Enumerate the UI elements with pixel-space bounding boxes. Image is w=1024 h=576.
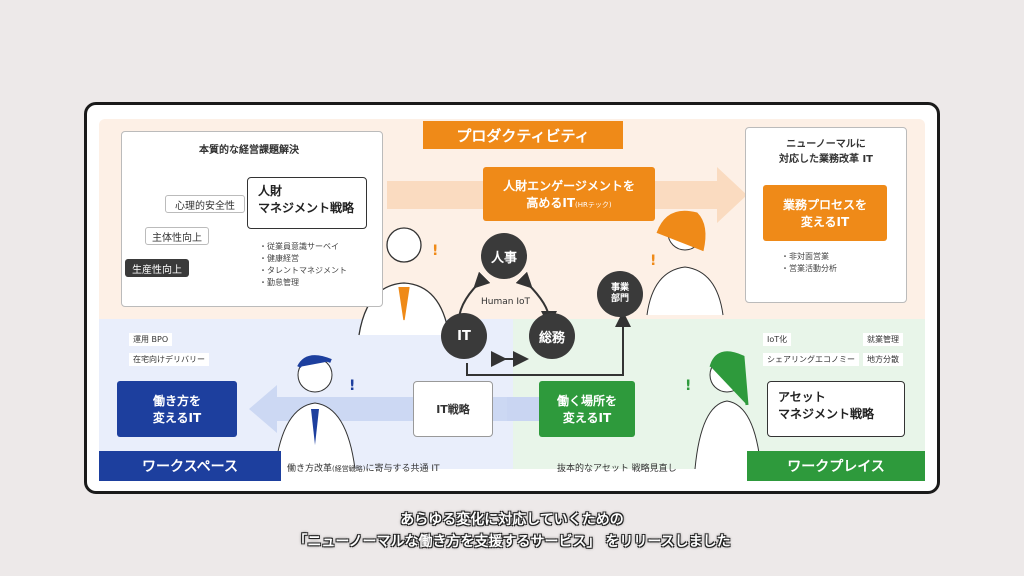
human-iot-label: Human IoT (481, 297, 530, 307)
workplace-it-box: 働く場所を 変えるIT (539, 381, 635, 437)
workplace-it-line2: 変えるIT (562, 411, 612, 425)
asset-management-box: アセット マネジメント戦略 (767, 381, 905, 437)
workspace-tag-delivery: 在宅向けデリバリー (129, 353, 209, 366)
strategy-box-line1: 人財 (258, 184, 283, 198)
productivity-title: プロダクティビティ (423, 121, 623, 149)
exclaim-3: ! (349, 378, 355, 394)
workplace-tag-regional: 地方分散 (863, 353, 903, 366)
business-unit-line1: 事業 (610, 283, 629, 293)
engagement-line2: 高めるIT (526, 196, 576, 210)
general-affairs-circle: 総務 (529, 313, 575, 359)
newnormal-title-line2: 対応した業務改革 IT (778, 154, 874, 165)
workplace-caption: 抜本的なアセット 戦略見直し (557, 464, 677, 474)
workplace-tag-iot: IoT化 (763, 333, 792, 346)
essential-panel-title: 本質的な経営課題解決 (199, 145, 299, 156)
exclaim-4: ! (685, 378, 691, 394)
workspace-caption-tail: に寄与する共通 IT (365, 464, 440, 474)
engagement-box: 人財エンゲージメントを 高めるIT(HRテック) (483, 167, 655, 221)
newnormal-title-line1: ニューノーマルに (786, 139, 866, 150)
person-figure-4 (694, 351, 762, 470)
business-process-line2: 変えるIT (800, 215, 850, 229)
newnormal-bullet: ・営業活動分析 (781, 264, 837, 273)
workplace-tag-sharing: シェアリングエコノミー (763, 353, 859, 366)
workspace-caption-main: 働き方改革 (287, 464, 333, 474)
engagement-line1: 人財エンゲージメントを (503, 179, 635, 193)
strategy-box-line2: マネジメント戦略 (258, 201, 355, 215)
business-unit-line2: 部門 (610, 294, 629, 304)
essential-bullet: ・タレントマネジメント (259, 266, 347, 275)
business-unit-circle: 事業 部門 (597, 271, 643, 317)
exclaim-1: ! (432, 243, 438, 259)
it-circle: IT (441, 313, 487, 359)
workplace-label: ワークプレイス (747, 451, 925, 481)
subtitle-line1: あらゆる変化に対応していくための (400, 512, 624, 528)
workspace-caption: 働き方改革(経営戦略)に寄与する共通 IT (287, 461, 440, 474)
essential-bullets: ・従業員意識サーベイ ・健康経営 ・タレントマネジメント ・勤怠管理 (259, 241, 347, 289)
it-strategy-box: IT戦略 (413, 381, 493, 437)
workspace-label: ワークスペース (99, 451, 281, 481)
exclaim-2: ! (650, 253, 656, 269)
workstyle-line2: 変えるIT (152, 411, 202, 425)
business-process-box: 業務プロセスを 変えるIT (763, 185, 887, 241)
essential-bullet: ・従業員意識サーベイ (259, 242, 339, 251)
person-figure-2 (646, 210, 724, 316)
hr-circle: 人事 (481, 233, 527, 279)
step-autonomy: 主体性向上 (145, 227, 209, 245)
green-arrow-band (507, 397, 547, 421)
workplace-it-line1: 働く場所を (556, 394, 617, 408)
essential-bullet: ・勤怠管理 (259, 278, 299, 287)
newnormal-bullet: ・非対面営業 (781, 252, 829, 261)
connector-layer: ! ! ! ! (182, 167, 762, 470)
workplace-tag-attendance: 就業管理 (863, 333, 903, 346)
diagram-frame: ! ! ! ! プロダクティビティ 本質的な経営課題解決 人財 マネジメント戦略… (84, 102, 940, 494)
strategy-box: 人財 マネジメント戦略 (247, 177, 367, 229)
workstyle-it-box: 働き方を 変えるIT (117, 381, 237, 437)
workstyle-line1: 働き方を (152, 394, 201, 408)
person-figure-3 (274, 355, 356, 470)
business-process-line1: 業務プロセスを (782, 198, 867, 212)
engagement-note: (HRテック) (575, 201, 612, 209)
subtitle-line2: 「ニューノーマルな働き方を支援するサービス」 をリリースしました (293, 534, 731, 550)
workspace-caption-note: (経営戦略) (332, 465, 366, 473)
step-psychological-safety: 心理的安全性 (165, 195, 245, 213)
newnormal-bullets: ・非対面営業 ・営業活動分析 (781, 251, 837, 275)
business-connector (466, 311, 631, 376)
asset-line1: アセット (778, 390, 826, 404)
essential-bullet: ・健康経営 (259, 254, 299, 263)
workspace-tag-bpo: 運用 BPO (129, 333, 173, 346)
asset-line2: マネジメント戦略 (778, 407, 875, 421)
step-productivity: 生産性向上 (125, 259, 189, 277)
